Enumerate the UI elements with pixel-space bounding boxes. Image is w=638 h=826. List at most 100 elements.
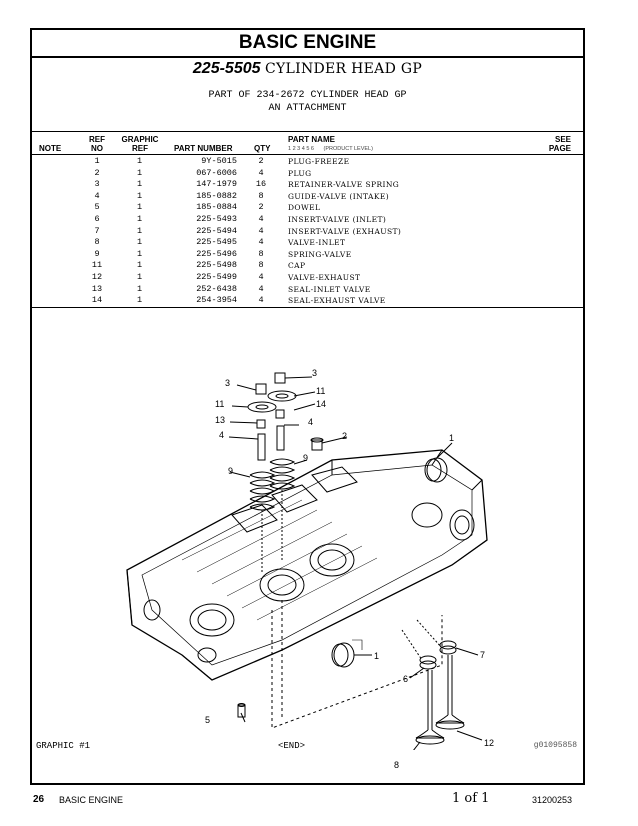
ref-no-cell: 14 [91, 295, 103, 306]
part-name-cell: RETAINER-VALVE SPRING [288, 180, 400, 190]
callout-4: 4 [219, 430, 225, 440]
footer-section: BASIC ENGINE [59, 795, 124, 805]
part-name-cell: INSERT-VALVE (INLET) [288, 215, 387, 224]
callout-4: 4 [308, 417, 314, 427]
graphic-ref-cell: 1 [136, 156, 143, 166]
col-see-page-line2: PAGE [548, 144, 571, 153]
table-row: 3 1 147-1979 16 RETAINER-VALVE SPRING [32, 179, 583, 191]
qty-cell: 4 [258, 237, 264, 248]
part-name-cell: PLUG-FREEZE [288, 157, 350, 166]
graphic-ref-cell: 1 [136, 225, 143, 236]
col-graphic-ref: GRAPHIC REF [120, 135, 160, 153]
callout-2: 2 [342, 431, 348, 441]
ref-no-cell: 5 [94, 202, 100, 213]
qty-cell: 4 [258, 214, 264, 224]
end-marker: <END> [278, 741, 306, 751]
qty-cell: 8 [258, 248, 264, 259]
part-number-cell: 067-6006 [196, 167, 237, 178]
valve-stack-inlet [247, 383, 277, 572]
part-name-cell: CAP [288, 261, 306, 271]
part-number-cell: 225-5499 [196, 272, 237, 282]
qty-cell: 4 [258, 272, 264, 282]
graphic-image-id: g01095858 [533, 741, 577, 750]
graphic-label: GRAPHIC #1 [36, 741, 91, 751]
product-levels: 1 2 3 4 5 6 (PRODUCT LEVEL) [288, 146, 373, 152]
callout-1: 1 [449, 433, 455, 443]
callout-3: 3 [312, 368, 318, 378]
page-number: 26 [33, 794, 45, 805]
ref-no-cell: 3 [94, 179, 100, 190]
qty-cell: 8 [258, 260, 264, 271]
ref-no-cell: 11 [91, 260, 103, 271]
part-number-cell: 225-5496 [196, 248, 237, 259]
ref-no-cell: 4 [94, 190, 100, 201]
col-part-name: PART NAME [288, 135, 335, 144]
col-ref-no: REF NO [87, 135, 107, 153]
qty-cell: 4 [258, 167, 264, 178]
part-number-cell: 225-5495 [196, 237, 237, 248]
parts-list-bottom-rule [32, 307, 583, 308]
table-row: 9 1 225-5496 8 SPRING-VALVE [32, 249, 583, 261]
col-qty: QTY [254, 144, 271, 153]
freeze-plug-front [331, 642, 355, 668]
valve-insert-inlet [419, 655, 437, 670]
callout-3: 3 [225, 378, 231, 388]
ref-no-cell: 1 [94, 156, 100, 166]
table-row: 2 1 067-6006 4 PLUG [32, 168, 583, 180]
header-top-rule [32, 131, 583, 132]
product-level-label: (PRODUCT LEVEL) [323, 146, 373, 152]
part-number-cell: 185-0882 [196, 190, 237, 201]
document-id: 31200253 [532, 795, 573, 805]
ref-no-cell: 7 [94, 225, 100, 236]
callout-11: 11 [316, 386, 326, 396]
ref-no-cell: 2 [94, 167, 100, 178]
ref-no-cell: 12 [91, 272, 103, 282]
graphic-ref-cell: 1 [136, 248, 143, 259]
part-number-cell: 9Y-5015 [201, 156, 237, 166]
qty-cell: 8 [258, 190, 264, 201]
callout-5: 5 [205, 715, 211, 725]
graphic-ref-cell: 1 [136, 179, 143, 190]
graphic-ref-cell: 1 [136, 190, 143, 201]
table-row: 1 1 9Y-5015 2 PLUG-FREEZE [32, 156, 583, 168]
cylinder-head-block [126, 449, 488, 681]
callout-6: 6 [403, 674, 409, 684]
qty-cell: 16 [255, 179, 267, 190]
callout-9: 9 [303, 453, 309, 463]
part-name-cell: INSERT-VALVE (EXHAUST) [288, 226, 402, 236]
col-graphic-ref-line2: REF [132, 144, 148, 153]
part-name-cell: GUIDE-VALVE (INTAKE) [288, 191, 390, 201]
part-number-cell: 147-1979 [196, 179, 237, 190]
callout-11: 11 [215, 399, 225, 409]
header-bottom-rule [32, 154, 583, 155]
graphic-ref-cell: 1 [136, 202, 143, 213]
dowel-item [237, 703, 246, 718]
qty-cell: 4 [258, 225, 264, 236]
graphic-ref-cell: 1 [136, 237, 143, 248]
qty-cell: 4 [258, 283, 264, 294]
table-row: 4 1 185-0882 8 GUIDE-VALVE (INTAKE) [32, 191, 583, 203]
page-frame: BASIC ENGINE 225-5505 CYLINDER HEAD GP P… [30, 28, 585, 785]
group-part-number: 225-5505 [192, 60, 261, 77]
attachment-line: AN ATTACHMENT [268, 103, 347, 114]
qty-cell: 4 [258, 295, 264, 306]
part-name-cell: PLUG [288, 168, 312, 178]
qty-cell: 2 [258, 156, 264, 166]
part-name-cell: SPRING-VALVE [288, 249, 352, 259]
callout-1: 1 [374, 651, 380, 661]
valve-insert-exhaust [439, 640, 457, 655]
ref-no-cell: 13 [91, 283, 103, 294]
col-part-number: PART NUMBER [174, 144, 233, 153]
callout-13: 13 [215, 415, 226, 425]
callout-12: 12 [484, 738, 495, 748]
callout-7: 7 [480, 650, 486, 660]
part-name-cell: SEAL-INLET VALVE [288, 284, 371, 294]
ref-no-cell: 9 [94, 248, 100, 259]
col-note: NOTE [39, 144, 62, 153]
callout-9: 9 [228, 466, 234, 476]
graphic-ref-cell: 1 [136, 167, 143, 178]
part-name-cell: VALVE-EXHAUST [288, 273, 361, 282]
